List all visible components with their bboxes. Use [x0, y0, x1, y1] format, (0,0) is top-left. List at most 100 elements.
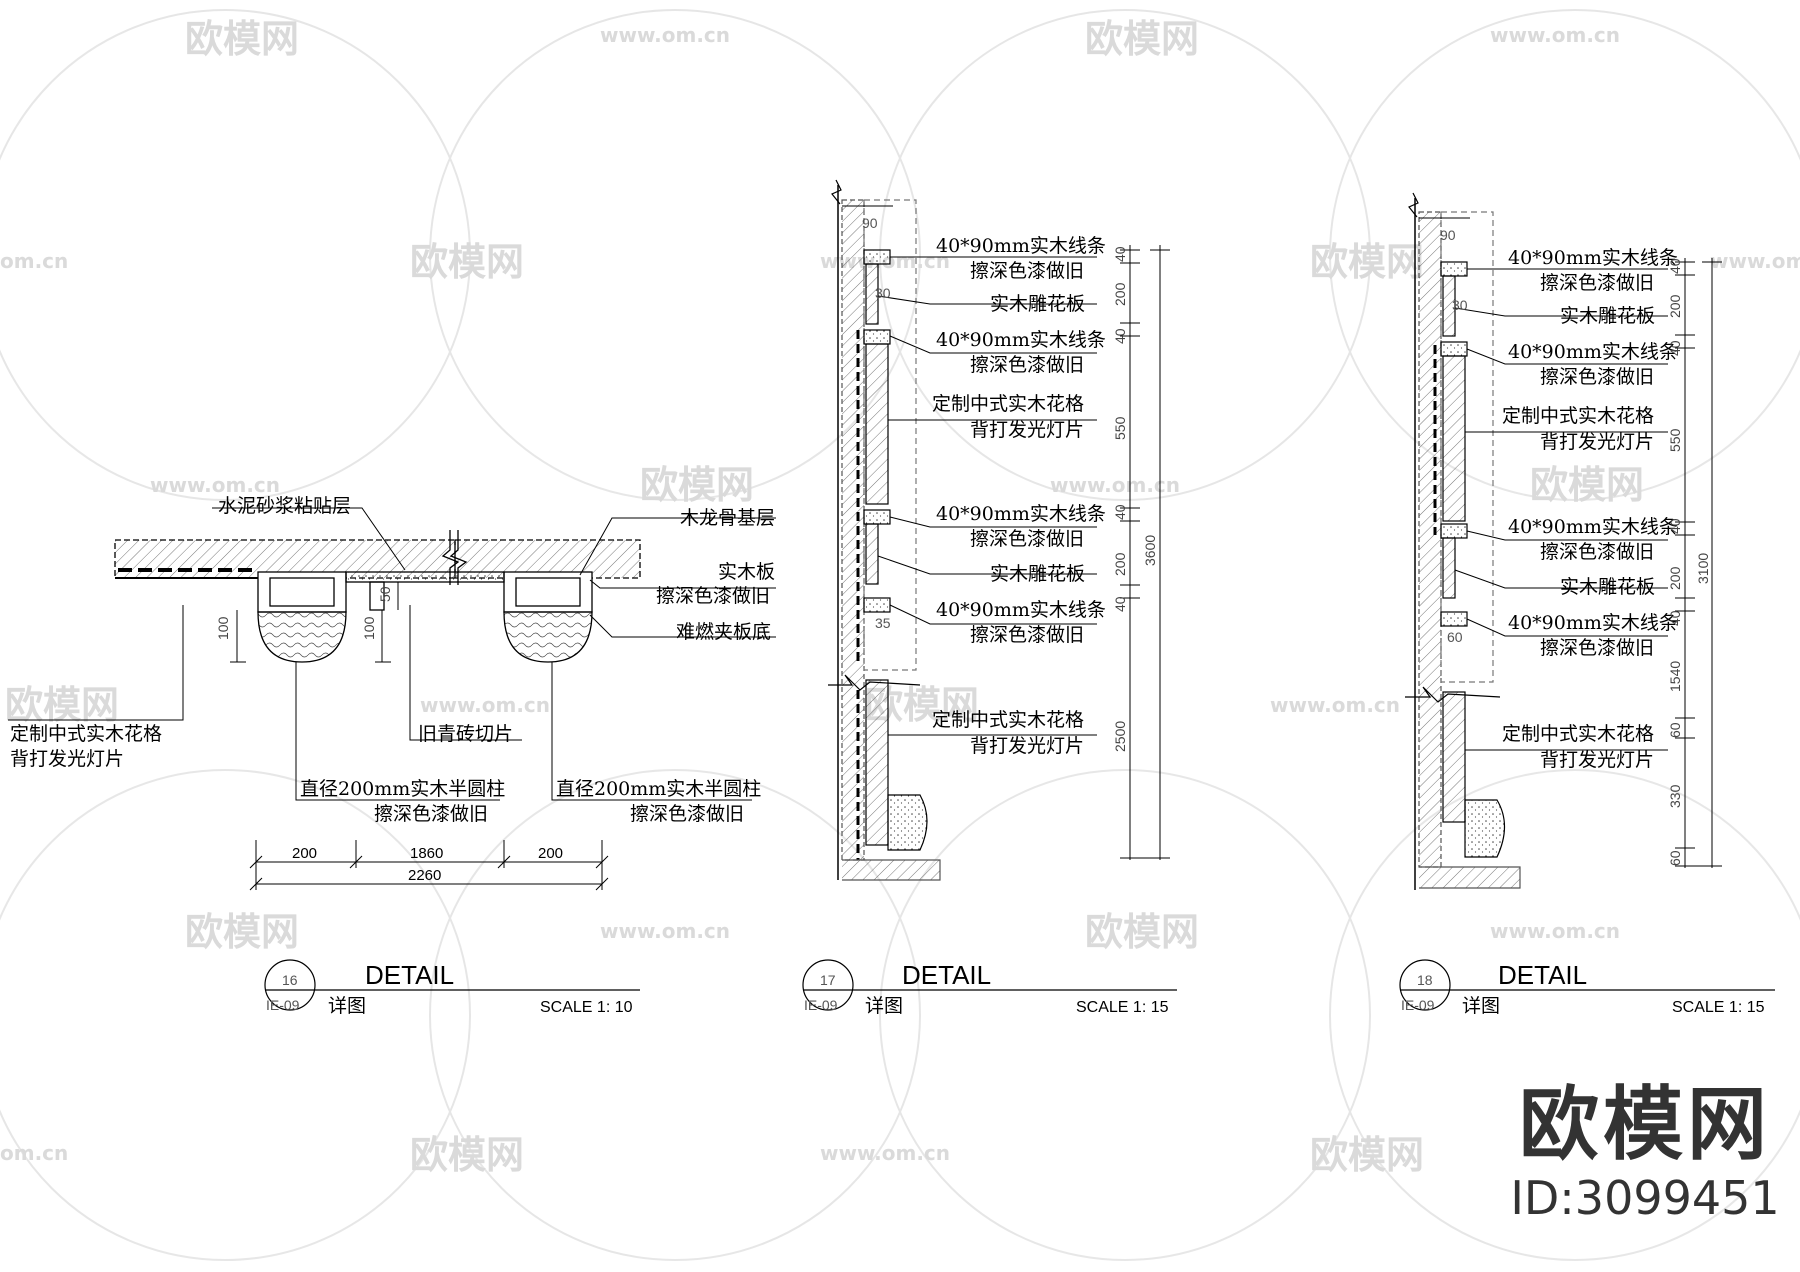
dim-90: 90 — [1440, 227, 1456, 243]
label-finish: 擦深色漆做旧 — [970, 528, 1084, 550]
dim-330: 330 — [1667, 784, 1683, 808]
leader-brick — [409, 605, 522, 741]
dim-40: 40 — [1112, 596, 1128, 612]
trim-1 — [863, 249, 891, 265]
dim-40: 40 — [1112, 504, 1128, 520]
column-a-half-round — [257, 611, 347, 663]
label-trim: 40*90mm实木线条 — [936, 235, 1106, 257]
label-finish: 擦深色漆做旧 — [1540, 637, 1654, 659]
dim-200: 200 — [538, 845, 563, 862]
detail-18 — [1405, 192, 1722, 890]
detail-scale: SCALE 1: 15 — [1672, 999, 1765, 1016]
detail-subtitle: 详图 — [328, 995, 366, 1017]
leader-solid — [589, 579, 776, 589]
watermark-url: www.om.cn — [150, 473, 280, 497]
trim-3 — [863, 509, 891, 525]
column-b-half-round — [503, 611, 593, 663]
label-finish: 擦深色漆做旧 — [1540, 541, 1654, 563]
watermark-arcs — [0, 9, 1800, 1261]
sheet-ref: IE-09 — [1401, 997, 1435, 1013]
break-top — [1408, 192, 1419, 218]
watermark-brand: 欧模网 — [185, 910, 299, 954]
dim-35: 35 — [875, 615, 891, 631]
label-carved: 实木雕花板 — [990, 293, 1085, 315]
dim-30: 30 — [875, 285, 891, 301]
envelope-dashed — [863, 199, 917, 671]
label-brick-slice: 旧青砖切片 — [418, 723, 513, 745]
label-finish: 擦深色漆做旧 — [1540, 366, 1654, 388]
watermark-url: www.om.cn — [600, 23, 730, 47]
detail-bubble — [802, 959, 854, 1011]
dim-200: 200 — [1667, 566, 1683, 590]
leader-cement — [212, 507, 406, 571]
title-block-18: 18 IE-09 DETAIL 详图 SCALE 1: 15 — [1399, 959, 1775, 1017]
label-carved: 实木雕花板 — [1560, 305, 1655, 327]
lattice-2 — [1442, 691, 1466, 823]
dim-40: 40 — [1667, 610, 1683, 626]
break-top — [831, 179, 842, 205]
label-fire-board: 难燃夹板底 — [676, 621, 771, 643]
label-trim: 40*90mm实木线条 — [1508, 516, 1678, 538]
dim-100: 100 — [215, 616, 231, 640]
wall-body — [1418, 211, 1442, 868]
dim-1860: 1860 — [410, 845, 443, 862]
brick-slice — [345, 571, 505, 583]
brand-stamp: 欧模网 ID:3099451 — [1510, 1080, 1780, 1226]
leader-col-a — [295, 662, 500, 801]
leader-keel — [579, 517, 776, 576]
label-trim: 40*90mm实木线条 — [1508, 612, 1678, 634]
watermark-url: www.om.cn — [1710, 249, 1800, 273]
watermark-url: om.cn — [0, 249, 68, 273]
label-finish: 擦深色漆做旧 — [970, 354, 1084, 376]
floor — [1419, 866, 1521, 889]
watermark-url: www.om.cn — [420, 693, 550, 717]
base-column — [1464, 799, 1506, 858]
column-b-box — [515, 577, 581, 607]
base-column — [887, 794, 928, 851]
label-col-a-finish: 擦深色漆做旧 — [374, 803, 488, 825]
dim-550: 550 — [1112, 416, 1128, 440]
label-lattice: 定制中式实木花格 — [1502, 723, 1654, 745]
dim-30: 30 — [1452, 297, 1468, 313]
dim-550: 550 — [1667, 428, 1683, 452]
watermark-url: www.om.cn — [1050, 473, 1180, 497]
dim-60: 60 — [1667, 850, 1683, 866]
dim-60: 60 — [1667, 722, 1683, 738]
label-finish: 擦深色漆做旧 — [970, 624, 1084, 646]
dim-2260: 2260 — [408, 867, 441, 884]
label-trim: 40*90mm实木线条 — [936, 329, 1106, 351]
detail-title: DETAIL — [1498, 960, 1587, 990]
label-finish: 擦深色漆做旧 — [1540, 272, 1654, 294]
lattice-2 — [865, 679, 889, 846]
dim-3100: 3100 — [1695, 553, 1711, 584]
watermark-brand: 欧模网 — [1310, 240, 1424, 284]
dim-90: 90 — [862, 215, 878, 231]
watermark-brand: 欧模网 — [410, 240, 524, 284]
sheet-ref: IE-09 — [804, 997, 838, 1013]
label-light-panel: 背打发光灯片 — [970, 735, 1084, 757]
detail-18-text: 40*90mm实木线条 擦深色漆做旧 实木雕花板 40*90mm实木线条 擦深色… — [1440, 227, 1711, 866]
sheet-ref: IE-09 — [266, 997, 300, 1013]
detail-subtitle: 详图 — [1462, 995, 1500, 1017]
dim-40: 40 — [1112, 328, 1128, 344]
carved-2 — [1442, 537, 1456, 599]
carved-2 — [865, 523, 879, 585]
label-carved: 实木雕花板 — [990, 563, 1085, 585]
column-a-box — [269, 577, 335, 607]
label-lattice: 定制中式实木花格 — [10, 723, 162, 745]
carved-1 — [1442, 275, 1456, 337]
dims-17 — [1120, 245, 1170, 860]
watermark-url: www.om.cn — [1490, 919, 1620, 943]
leader-col-b — [551, 662, 752, 801]
trim-3 — [1440, 523, 1468, 539]
leaders-18 — [1454, 268, 1668, 751]
leader-lattice — [8, 605, 184, 721]
label-lattice: 定制中式实木花格 — [1502, 405, 1654, 427]
wall-body — [841, 199, 865, 861]
detail-17-text: 40*90mm实木线条 擦深色漆做旧 实木雕花板 40*90mm实木线条 擦深色… — [862, 215, 1158, 757]
detail-number: 18 — [1417, 972, 1433, 988]
title-block-16: 16 IE-09 DETAIL 详图 SCALE 1: 10 — [264, 959, 640, 1017]
break-line — [1405, 686, 1501, 703]
trim-2 — [863, 329, 891, 345]
